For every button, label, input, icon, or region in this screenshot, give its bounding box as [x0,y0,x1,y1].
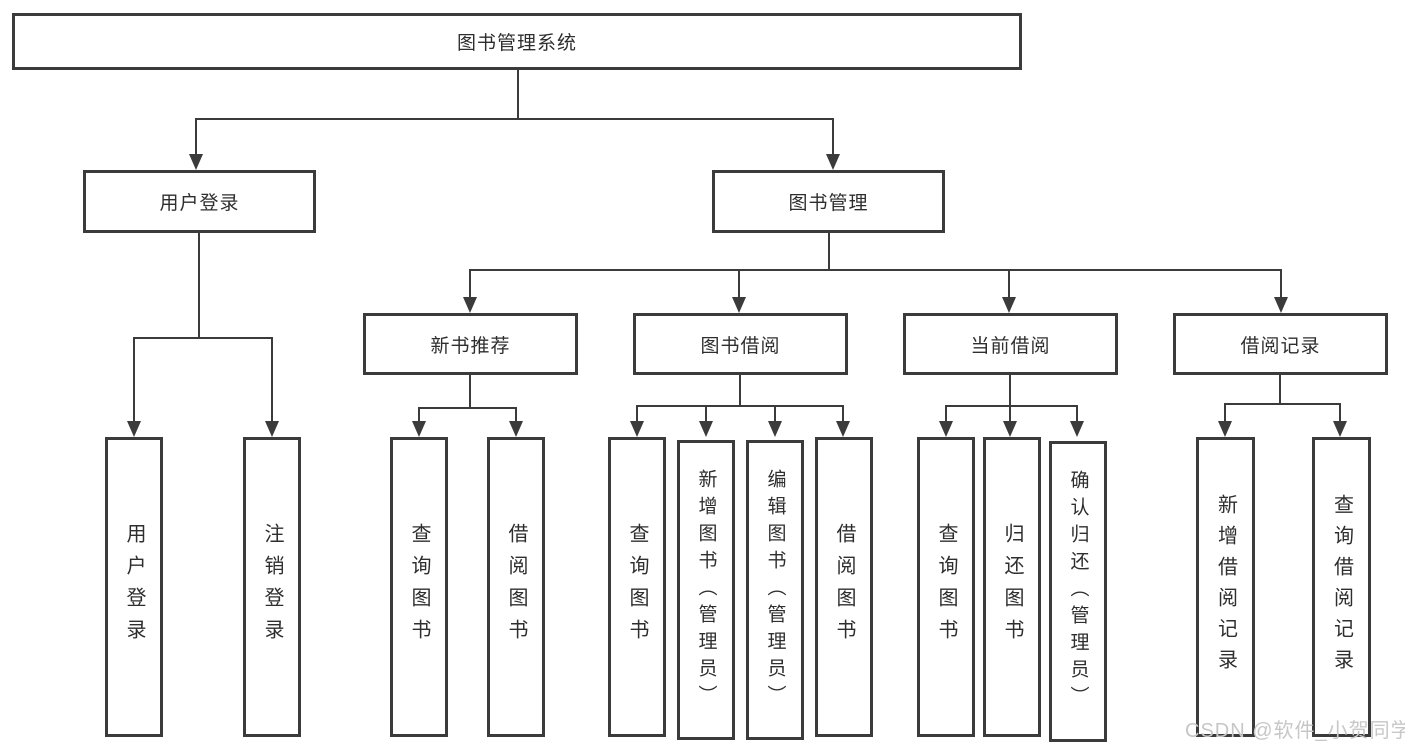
arrowhead-icon [699,421,713,437]
arrowhead-icon [509,421,523,437]
connector-line [1009,405,1011,421]
connector-line [1009,375,1011,406]
node-cb-confirm: 确认归还（管理员） [1049,441,1107,742]
connector-line [1076,405,1078,421]
connector-line [842,405,844,421]
connector-line [1279,375,1281,404]
arrowhead-icon [1218,421,1232,437]
node-nbr-borrow: 借阅图书 [487,437,545,737]
node-bb-borrow: 借阅图书 [815,437,873,737]
node-current-borrow: 当前借阅 [903,313,1118,375]
node-cb-return: 归还图书 [983,437,1041,737]
connector-line [195,118,834,120]
arrowhead-icon [826,154,840,170]
connector-line [195,118,197,155]
node-root: 图书管理系统 [12,13,1022,70]
connector-line [517,70,519,119]
node-logout: 注销登录 [243,437,301,737]
arrowhead-icon [265,421,279,437]
connector-line [469,375,471,408]
connector-line [774,405,776,421]
arrowhead-icon [630,421,644,437]
connector-line [198,233,200,339]
node-borrow-records: 借阅记录 [1173,313,1388,375]
connector-line [705,405,707,421]
connector-line [133,337,135,421]
arrowhead-icon [1070,421,1084,437]
arrowhead-icon [189,154,203,170]
node-nbr-query: 查询图书 [390,437,448,737]
arrowhead-icon [1003,421,1017,437]
connector-line [469,269,1282,271]
connector-line [738,269,740,297]
node-br-add: 新增借阅记录 [1196,437,1255,737]
connector-line [418,407,517,409]
connector-line [469,269,471,297]
node-br-query: 查询借阅记录 [1312,437,1371,737]
node-cb-query: 查询图书 [917,437,975,737]
connector-line [1224,403,1341,405]
node-book-borrow: 图书借阅 [633,313,848,375]
arrowhead-icon [463,297,477,313]
arrowhead-icon [1002,297,1016,313]
connector-line [828,233,830,271]
node-book-mgmt: 图书管理 [712,170,945,233]
arrowhead-icon [939,421,953,437]
connector-line [515,407,517,421]
arrowhead-icon [836,421,850,437]
node-bb-query: 查询图书 [608,437,666,737]
node-bb-add: 新增图书（管理员） [677,440,735,740]
node-user-login: 用户登录 [105,437,163,737]
node-bb-edit: 编辑图书（管理员） [746,440,804,740]
connector-line [945,405,1078,407]
arrowhead-icon [1274,297,1288,313]
arrowhead-icon [768,421,782,437]
node-login-group: 用户登录 [83,170,316,233]
connector-line [1339,403,1341,421]
connector-line [271,337,273,421]
arrowhead-icon [1333,421,1347,437]
node-new-book-rec: 新书推荐 [363,313,578,375]
connector-line [636,405,638,421]
connector-line [1224,403,1226,421]
arrowhead-icon [732,297,746,313]
connector-line [945,405,947,421]
connector-line [832,118,834,155]
connector-line [418,407,420,421]
connector-line [739,375,741,406]
arrowhead-icon [127,421,141,437]
connector-line [636,405,844,407]
connector-line [133,337,273,339]
connector-line [1280,269,1282,297]
arrowhead-icon [412,421,426,437]
csdn-watermark: CSDN @软件_小贺同学 [1185,720,1405,742]
connector-line [1008,269,1010,297]
